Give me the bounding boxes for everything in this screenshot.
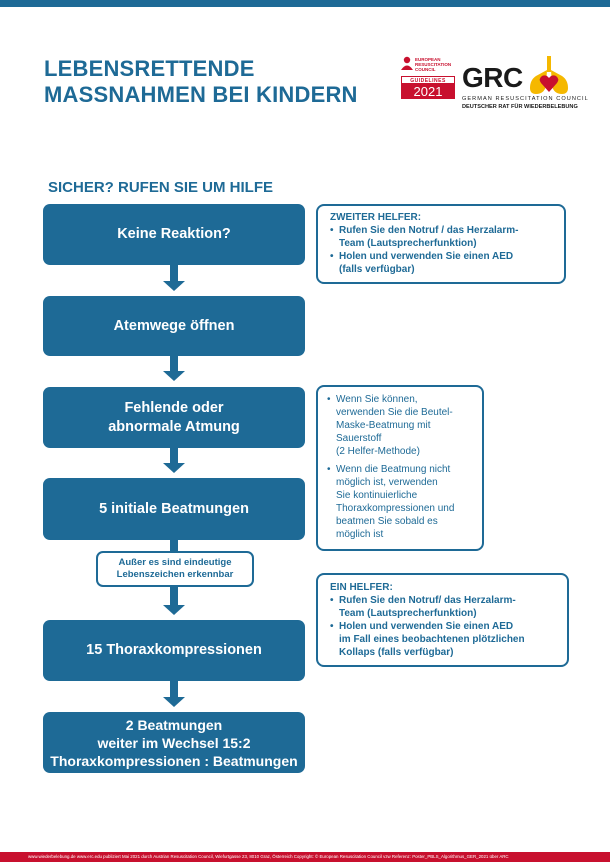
step-no-response: Keine Reaktion? — [43, 204, 305, 265]
list-item-line: möglich ist, verwenden — [336, 477, 438, 488]
list-item-line: (2 Helfer-Methode) — [336, 446, 420, 457]
flow-arrow — [163, 448, 185, 473]
list-item-line: Team (Lautsprecherfunktion) — [339, 238, 477, 249]
flow-arrow — [163, 265, 185, 291]
list-item-line: Wenn die Beatmung nicht — [336, 464, 451, 475]
single-helper-box: EIN HELFER: Rufen Sie den Notruf/ das He… — [316, 573, 569, 667]
list-item: Holen und verwenden Sie einen AED im Fal… — [330, 620, 561, 659]
second-helper-box: ZWEITER HELFER: Rufen Sie den Notruf / d… — [316, 204, 566, 284]
page-title: LEBENSRETTENDE MASSNAHMEN BEI KINDERN — [44, 56, 358, 108]
list-item-line: Rufen Sie den Notruf / das Herzalarm- — [339, 225, 519, 236]
list-item: Holen und verwenden Sie einen AED (falls… — [330, 250, 556, 276]
list-item-line: möglich ist — [336, 529, 384, 540]
list-item-line: Kollaps (falls verfügbar) — [339, 647, 454, 658]
list-item: Rufen Sie den Notruf/ das Herzalarm- Tea… — [330, 594, 561, 620]
list-item-line: beatmen Sie sobald es — [336, 516, 438, 527]
list-item: Wenn Sie können, verwenden Sie die Beute… — [327, 393, 476, 458]
second-helper-list: Rufen Sie den Notruf / das Herzalarm- Te… — [330, 224, 556, 276]
signs-of-life-note-line-2: Lebenszeichen erkennbar — [116, 569, 234, 580]
list-item-line: Holen und verwenden Sie einen AED — [339, 251, 514, 262]
erc-name-line-1: EUROPEAN — [415, 57, 441, 62]
page-title-line-1: LEBENSRETTENDE — [44, 56, 255, 81]
list-item-line: im Fall eines beobachtenen plötzlichen — [339, 634, 525, 645]
second-helper-heading: ZWEITER HELFER: — [330, 212, 422, 223]
ventilation-list: Wenn Sie können, verwenden Sie die Beute… — [327, 393, 476, 541]
step-cycle-15-2: 2 Beatmungen weiter im Wechsel 15:2 Thor… — [43, 712, 305, 773]
step-abnormal-breathing-line-1: Fehlende oder — [124, 399, 224, 416]
erc-name-line-3: COUNCIL — [415, 67, 436, 72]
signs-of-life-note-line-1: Außer es sind eindeutige — [118, 557, 232, 568]
flow-arrow — [163, 681, 185, 707]
list-item-line: verwenden Sie die Beutel- — [336, 407, 453, 418]
step-no-response-label: Keine Reaktion? — [117, 226, 231, 242]
list-item-line: Sie kontinuierliche — [336, 490, 418, 501]
flow-arrow — [163, 356, 185, 381]
list-item-line: Rufen Sie den Notruf/ das Herzalarm- — [339, 595, 516, 606]
list-item: Rufen Sie den Notruf / das Herzalarm- Te… — [330, 224, 556, 250]
lungs-heart-icon — [530, 56, 568, 94]
erc-guidelines-label: GUIDELINES — [401, 76, 455, 84]
top-accent-bar — [0, 0, 610, 7]
step-chest-compressions: 15 Thoraxkompressionen — [43, 620, 305, 681]
step-cycle-line-2: weiter im Wechsel 15:2 — [97, 734, 251, 751]
step-cycle-line-3: Thoraxkompressionen : Beatmungen — [50, 752, 298, 769]
grc-subtitle-de: DEUTSCHER RAT FÜR WIEDERBELEBUNG — [462, 104, 578, 110]
list-item: Wenn die Beatmung nicht möglich ist, ver… — [327, 463, 476, 541]
step-abnormal-breathing: Fehlende oder abnormale Atmung — [43, 387, 305, 448]
erc-name: EUROPEAN RESUSCITATION COUNCIL — [415, 57, 451, 72]
step-abnormal-breathing-line-2: abnormale Atmung — [108, 418, 240, 435]
step-open-airway-label: Atemwege öffnen — [113, 317, 235, 334]
erc-name-line-2: RESUSCITATION — [415, 62, 452, 67]
erc-year: 2021 — [401, 84, 455, 99]
step-chest-compressions-label: 15 Thoraxkompressionen — [86, 642, 262, 658]
list-item-line: Maske-Beatmung mit — [336, 420, 431, 431]
step-initial-breaths: 5 initiale Beatmungen — [43, 478, 305, 540]
step-cycle-line-1: 2 Beatmungen — [125, 716, 223, 733]
step-open-airway: Atemwege öffnen — [43, 296, 305, 356]
list-item-line: Wenn Sie können, — [336, 394, 418, 405]
grc-wordmark: GRC — [462, 62, 523, 93]
list-item-line: Holen und verwenden Sie einen AED — [339, 621, 514, 632]
page-title-line-2: MASSNAHMEN BEI KINDERN — [44, 82, 358, 107]
grc-subtitle-en: GERMAN RESUSCITATION COUNCIL — [462, 96, 589, 102]
signs-of-life-note: Außer es sind eindeutige Lebenszeichen e… — [96, 551, 254, 587]
ventilation-box: Wenn Sie können, verwenden Sie die Beute… — [316, 385, 484, 551]
footer-bar: www.wiederbelebung.de www.erc.edu publiz… — [0, 852, 610, 862]
single-helper-list: Rufen Sie den Notruf/ das Herzalarm- Tea… — [330, 594, 561, 659]
list-item-line: (falls verfügbar) — [339, 264, 415, 275]
list-item-line: Thoraxkompressionen und — [336, 503, 455, 514]
list-item-line: Team (Lautsprecherfunktion) — [339, 608, 477, 619]
section-heading: SICHER? RUFEN SIE UM HILFE — [48, 179, 274, 196]
list-item-line: Sauerstoff — [336, 433, 382, 444]
step-initial-breaths-label: 5 initiale Beatmungen — [99, 500, 249, 517]
erc-guidelines-logo: EUROPEAN RESUSCITATION COUNCIL GUIDELINE… — [399, 56, 457, 100]
person-head-icon — [401, 56, 413, 70]
single-helper-heading: EIN HELFER: — [330, 582, 393, 593]
grc-logo: GRC GERMAN RESUSCITATION COUNCIL DEUTSCH… — [462, 56, 588, 116]
